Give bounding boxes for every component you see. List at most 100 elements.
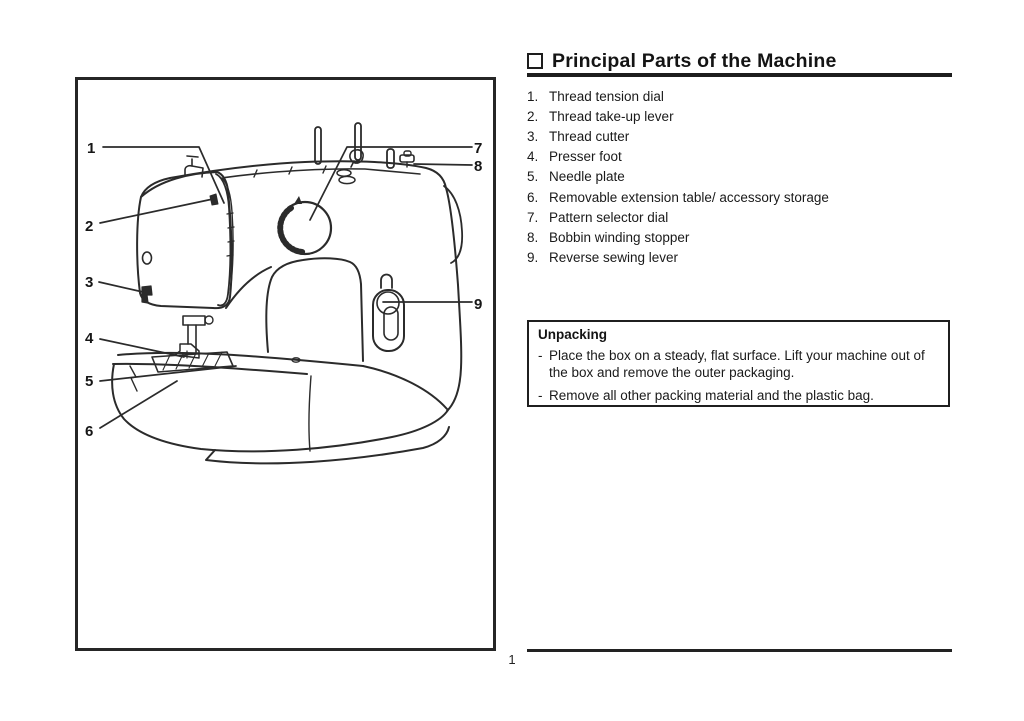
- footer-rule: [527, 649, 952, 652]
- item-number: 7.: [527, 209, 539, 225]
- extension-table: [111, 363, 449, 453]
- item-label: Needle plate: [549, 169, 625, 185]
- leader-1: [102, 146, 225, 204]
- machine-drawing: [111, 122, 464, 465]
- item-label: Thread tension dial: [549, 88, 664, 104]
- body-lower-contour: [362, 365, 448, 410]
- thread-guide-screw: [186, 155, 199, 167]
- checkbox-icon: [527, 53, 543, 69]
- item-number: 9.: [527, 250, 539, 266]
- spool-pin-1: [314, 126, 322, 165]
- top-panel-ticks: [253, 165, 327, 178]
- bed-front-edge: [112, 362, 308, 375]
- leader-8: [413, 163, 473, 166]
- leader-5: [99, 365, 237, 382]
- item-number: 6.: [527, 189, 539, 205]
- item-number: 2.: [527, 108, 539, 124]
- bed-back-edge: [117, 351, 364, 367]
- face-screw: [141, 251, 153, 265]
- unpacking-box: Unpacking - Place the box on a steady, f…: [527, 320, 950, 407]
- reverse-lever-slot: [372, 289, 405, 352]
- arm-front-curve: [225, 266, 272, 309]
- parts-list-item: 6. Removable extension table/ accessory …: [527, 187, 957, 207]
- bobbin-winder-pin: [386, 148, 395, 169]
- item-label: Pattern selector dial: [549, 209, 669, 225]
- callout-label-1: 1: [87, 140, 95, 157]
- callout-label-4: 4: [85, 330, 94, 347]
- item-label: Thread take-up lever: [549, 108, 674, 124]
- handwheel-edge: [443, 185, 464, 264]
- pattern-dial-knurl: [277, 205, 306, 255]
- bobbin-stopper-cap: [403, 150, 412, 157]
- leader-7: [309, 146, 473, 221]
- leader-2: [99, 198, 214, 224]
- leader-3: [98, 281, 144, 293]
- needle-clamp: [182, 315, 206, 326]
- callout-label-7: 7: [474, 140, 482, 157]
- reverse-lever-knob: [376, 291, 400, 315]
- thread-cutter: [141, 285, 153, 304]
- take-up-lever: [209, 193, 219, 206]
- parts-list-item: 3. Thread cutter: [527, 126, 957, 146]
- callout-label-2: 2: [85, 218, 93, 235]
- bullet-marker: -: [538, 388, 543, 403]
- page-title: Principal Parts of the Machine: [552, 49, 837, 72]
- callout-label-5: 5: [85, 373, 93, 390]
- bullet-text: Place the box on a steady, flat surface.…: [549, 348, 925, 380]
- heading-rule: [527, 73, 952, 77]
- callout-label-8: 8: [474, 158, 482, 175]
- machine-head: [136, 171, 233, 310]
- bullet-marker: -: [538, 348, 543, 363]
- table-notch: [129, 365, 138, 392]
- item-number: 8.: [527, 229, 539, 245]
- top-oval-large: [338, 175, 356, 185]
- item-label: Bobbin winding stopper: [549, 229, 690, 245]
- unpacking-bullet: - Place the box on a steady, flat surfac…: [538, 347, 939, 381]
- spool-pin-2: [354, 122, 362, 161]
- callout-label-9: 9: [474, 296, 482, 313]
- callout-label-3: 3: [85, 274, 93, 291]
- tension-strip-ticks: [226, 212, 235, 257]
- base-seam: [308, 375, 312, 452]
- reverse-lever-handle: [383, 306, 399, 341]
- base-foot: [205, 426, 450, 465]
- parts-list-item: 8. Bobbin winding stopper: [527, 227, 957, 247]
- item-number: 3.: [527, 128, 539, 144]
- reverse-lever-mark: [380, 273, 393, 289]
- parts-list-item: 9. Reverse sewing lever: [527, 248, 957, 268]
- deck-hole: [291, 357, 301, 363]
- parts-list: 1. Thread tension dial 2. Thread take-up…: [527, 86, 957, 268]
- needle-plate-hatch: [162, 351, 223, 371]
- item-label: Removable extension table/ accessory sto…: [549, 189, 829, 205]
- unpacking-bullet: - Remove all other packing material and …: [538, 387, 939, 404]
- item-number: 4.: [527, 149, 539, 165]
- thread-guide-loop: [349, 149, 364, 168]
- callout-label-6: 6: [85, 423, 93, 440]
- callout-labels: 1 2 3 4 5 6 7 8 9: [85, 140, 482, 440]
- arm-opening: [265, 257, 364, 362]
- section-heading: Principal Parts of the Machine: [527, 50, 952, 72]
- page-number: 1: [508, 652, 516, 667]
- top-oval-small: [336, 169, 352, 177]
- tension-strip-inner: [221, 177, 234, 294]
- diagram-frame: 1 2 3 4 5 6 7 8 9: [75, 77, 496, 651]
- pattern-dial-pointer: [294, 196, 302, 204]
- item-label: Thread cutter: [549, 128, 630, 144]
- item-label: Reverse sewing lever: [549, 250, 679, 266]
- parts-list-item: 4. Presser foot: [527, 147, 957, 167]
- presser-foot: [174, 343, 200, 359]
- item-label: Presser foot: [549, 149, 622, 165]
- clamp-screw: [204, 315, 214, 325]
- parts-list-item: 1. Thread tension dial: [527, 86, 957, 106]
- callout-leader-lines: [98, 146, 473, 429]
- sewing-machine-illustration: 1 2 3 4 5 6 7 8 9: [85, 122, 482, 465]
- parts-list-item: 2. Thread take-up lever: [527, 106, 957, 126]
- leader-4: [99, 338, 185, 358]
- bullet-text: Remove all other packing material and th…: [549, 388, 874, 403]
- tension-strip-outer: [215, 173, 232, 307]
- leader-6: [99, 380, 178, 429]
- unpacking-title: Unpacking: [538, 327, 608, 342]
- parts-list-item: 7. Pattern selector dial: [527, 207, 957, 227]
- item-number: 1.: [527, 88, 539, 104]
- parts-list-item: 5. Needle plate: [527, 167, 957, 187]
